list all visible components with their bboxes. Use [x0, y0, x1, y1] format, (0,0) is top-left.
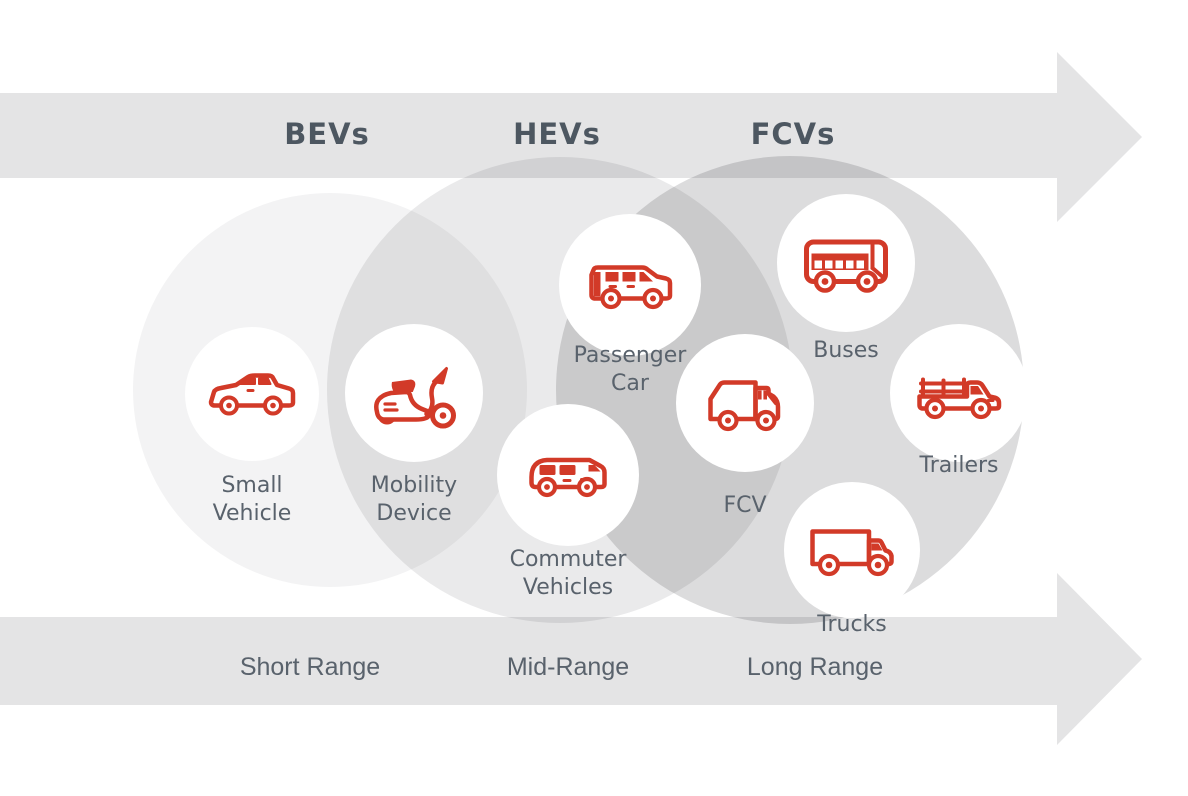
- trucks-circle: [784, 482, 920, 618]
- pickup-truck-icon: [909, 353, 1009, 433]
- range-label-short-range: Short Range: [239, 653, 381, 681]
- passenger-car-circle: [559, 214, 701, 356]
- box-truck-icon: [802, 510, 902, 590]
- range-label-mid-range: Mid-Range: [506, 653, 630, 681]
- bus-icon: [796, 223, 896, 303]
- fcv-label: FCV: [723, 493, 767, 518]
- sedan-car-icon: [202, 354, 302, 434]
- group-heading-hevs: HEVs: [513, 117, 601, 151]
- group-heading-bevs: BEVs: [284, 117, 370, 151]
- range-label-long-range: Long Range: [746, 653, 884, 681]
- suv-icon: [580, 245, 680, 325]
- top-arrow-head-icon: [1057, 52, 1142, 222]
- fcv-circle: [676, 334, 814, 472]
- commuter-vehicles-circle: [497, 404, 639, 546]
- small-vehicle-circle: [185, 327, 319, 461]
- buses-label: Buses: [813, 338, 879, 363]
- trailers-circle: [890, 324, 1028, 462]
- buses-circle: [777, 194, 915, 332]
- mobility-device-circle: [345, 324, 483, 462]
- trailers-label: Trailers: [919, 453, 999, 478]
- scooter-icon: [364, 353, 464, 433]
- group-heading-fcvs: FCVs: [750, 117, 836, 151]
- bottom-arrow-band: [0, 617, 1057, 705]
- trucks-label: Trucks: [817, 612, 887, 637]
- bottom-arrow-head-icon: [1057, 573, 1142, 745]
